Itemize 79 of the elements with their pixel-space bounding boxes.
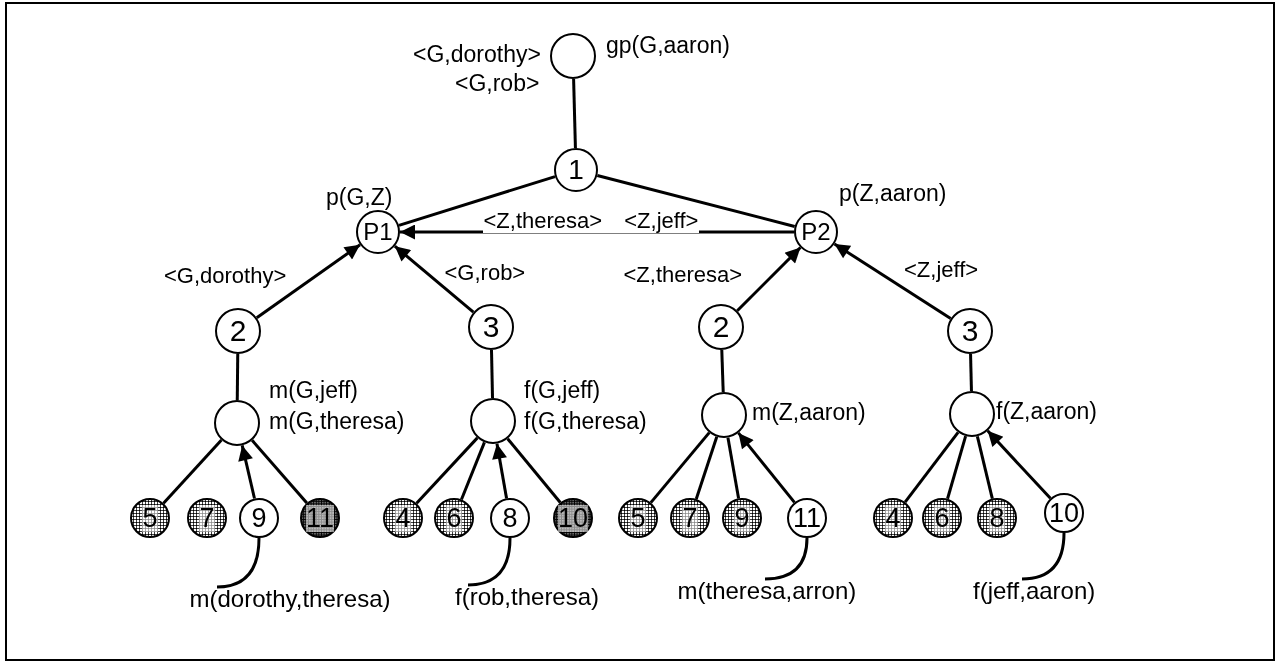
node-circle: 11 [787, 498, 827, 538]
shaded-node-circle: 10 [553, 498, 593, 538]
edge-label: <Z,theresa> [622, 263, 744, 287]
connector [506, 437, 562, 504]
fact-label: m(dorothy,theresa) [189, 586, 391, 612]
fact-label: f(rob,theresa) [455, 584, 600, 610]
shaded-node-circle: 5 [130, 498, 170, 538]
node-annotation: f(Z,aaron) [996, 398, 1097, 424]
fact-label: f(jeff,aaron) [973, 578, 1096, 604]
leader-line [467, 537, 512, 587]
arrow [255, 243, 361, 319]
shaded-node-circle: 4 [873, 498, 913, 538]
shaded-node-circle: 8 [977, 498, 1017, 538]
node-annotation: f(G,theresa) [524, 408, 647, 434]
edge-label: <Z,theresa> <Z,jeff> [482, 209, 700, 233]
fact-label: m(theresa,arron) [677, 578, 857, 604]
leader-line [216, 537, 261, 589]
connector [398, 175, 556, 227]
arrow [492, 443, 509, 499]
node-annotation: m(G,theresa) [269, 408, 405, 434]
connector [720, 349, 725, 393]
node-annotation: p(Z,aaron) [839, 180, 947, 206]
connector [415, 436, 479, 505]
leader-line [764, 537, 809, 581]
node-circle: 2 [698, 304, 744, 350]
shaded-node-circle: 11 [300, 498, 340, 538]
node-annotation: gp(G,aaron) [606, 32, 730, 58]
shaded-node-circle: 6 [922, 498, 962, 538]
node-annotation: f(G,jeff) [524, 377, 601, 403]
node-circle [949, 391, 995, 437]
node-annotation: m(G,jeff) [269, 377, 359, 403]
shaded-node-circle: 6 [434, 498, 474, 538]
connector [975, 436, 994, 499]
shaded-node-circle: 7 [187, 498, 227, 538]
connector [490, 349, 494, 399]
arrow [737, 431, 796, 504]
arrow [736, 246, 802, 312]
connector [596, 174, 796, 228]
arrow [400, 224, 794, 240]
edge-label: <G,rob> [443, 261, 527, 285]
node-circle: 1 [554, 148, 598, 192]
connector [903, 431, 960, 503]
connector [649, 431, 711, 504]
node-annotation: <G,dorothy> [413, 41, 541, 67]
node-circle: 8 [490, 498, 530, 538]
edge-label: <Z,jeff> [903, 258, 980, 282]
shaded-node-circle: 9 [722, 498, 762, 538]
connector [726, 437, 741, 499]
node-circle: 2 [215, 308, 261, 354]
node-circle: 9 [239, 498, 279, 538]
node-circle: 3 [947, 308, 993, 354]
connector [969, 353, 973, 392]
arrow [986, 429, 1052, 500]
connector [460, 441, 486, 500]
shaded-node-circle: 5 [618, 498, 658, 538]
connector [251, 439, 308, 504]
arrow [393, 245, 475, 314]
node-circle [470, 398, 516, 444]
shaded-node-circle: 4 [383, 498, 423, 538]
node-annotation: m(Z,aaron) [752, 399, 866, 425]
node-circle: 10 [1044, 493, 1084, 533]
node-circle: P2 [794, 210, 838, 254]
arrow [238, 445, 256, 499]
edge-label: <G,dorothy> [163, 264, 288, 288]
node-circle [214, 400, 260, 446]
shaded-node-circle: 7 [670, 498, 710, 538]
node-circle: 3 [468, 304, 514, 350]
connector [235, 354, 240, 400]
arrow [833, 242, 952, 320]
connector [162, 438, 223, 505]
node-circle [701, 392, 747, 438]
connector [572, 78, 577, 149]
connector [694, 436, 719, 500]
connector [946, 435, 968, 500]
leader-line [1021, 532, 1066, 581]
node-circle: P1 [356, 210, 400, 254]
node-annotation: <G,rob> [455, 70, 540, 96]
node-circle [550, 33, 596, 79]
node-annotation: p(G,Z) [326, 184, 393, 210]
